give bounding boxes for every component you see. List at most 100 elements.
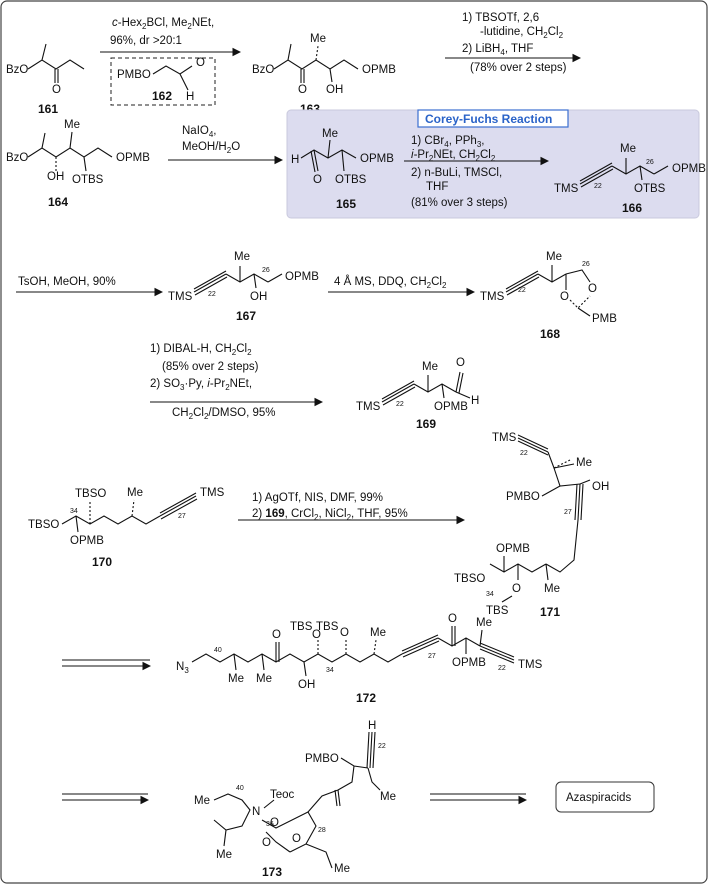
svg-text:TMS: TMS (492, 432, 517, 444)
svg-text:OPMB: OPMB (362, 64, 396, 76)
svg-text:1) TBSOTf, 2,6: 1) TBSOTf, 2,6 (462, 12, 539, 24)
svg-text:172: 172 (356, 691, 376, 705)
compound-169: TMS 22 Me O H OPMB 169 (356, 357, 479, 431)
reaction-1-line2: 96%, dr >20:1 (110, 35, 182, 47)
svg-text:TBSO: TBSO (28, 519, 59, 531)
svg-text:Me: Me (64, 119, 80, 131)
svg-text:Me: Me (546, 251, 562, 263)
svg-text:TMS: TMS (480, 291, 505, 303)
svg-text:Me: Me (310, 33, 326, 45)
svg-text:PMBO: PMBO (506, 491, 540, 503)
svg-text:Me: Me (576, 457, 592, 469)
svg-text:TBSO: TBSO (75, 488, 106, 500)
svg-text:NaIO4,: NaIO4, (182, 125, 217, 139)
final-product: Azaspiracids (555, 781, 655, 813)
svg-text:34: 34 (326, 667, 334, 674)
corey-fuchs-highlight: Corey-Fuchs Reaction (286, 109, 700, 219)
svg-text:i-Pr2NEt, CH2Cl2: i-Pr2NEt, CH2Cl2 (411, 149, 496, 163)
svg-text:169: 169 (416, 417, 436, 431)
svg-text:OTBS: OTBS (335, 174, 367, 186)
svg-text:O: O (313, 174, 322, 186)
svg-text:Teoc: Teoc (270, 789, 295, 801)
reaction-6-conditions: 4 Å MS, DDQ, CH2Cl2 (334, 275, 447, 290)
svg-text:TBS: TBS (290, 621, 313, 633)
svg-text:22: 22 (520, 450, 528, 457)
svg-text:165: 165 (336, 197, 356, 211)
svg-text:O: O (560, 291, 569, 303)
compound-165: H O Me OTBS OPMB 165 (291, 128, 394, 211)
svg-text:TMS: TMS (554, 183, 579, 195)
svg-text:26: 26 (646, 159, 654, 166)
svg-text:OPMB: OPMB (360, 153, 394, 165)
svg-text:26: 26 (262, 267, 270, 274)
svg-text:TMS: TMS (168, 291, 193, 303)
svg-text:BzO: BzO (252, 64, 274, 76)
svg-text:O: O (298, 84, 307, 96)
compound-162: PMBO O H 162 (110, 57, 216, 106)
svg-text:O: O (292, 833, 301, 845)
highlight-title: Corey-Fuchs Reaction (425, 112, 552, 126)
svg-text:OPMB: OPMB (672, 163, 706, 175)
svg-text:170: 170 (92, 555, 112, 569)
svg-text:164: 164 (48, 195, 68, 209)
svg-text:Me: Me (380, 791, 396, 803)
svg-text:OH: OH (326, 84, 343, 96)
svg-text:OH: OH (298, 679, 315, 691)
svg-text:(81% over 3 steps): (81% over 3 steps) (411, 197, 508, 209)
svg-text:O: O (340, 627, 349, 639)
label-o: O (52, 84, 61, 96)
svg-text:2) LiBH4, THF: 2) LiBH4, THF (462, 43, 533, 57)
svg-text:167: 167 (236, 309, 256, 323)
svg-text:OTBS: OTBS (72, 174, 104, 186)
compound-168: TMS 22 Me 26 O O PMB 168 (480, 251, 617, 341)
svg-text:1) CBr4, PPh3,: 1) CBr4, PPh3, (411, 135, 484, 149)
svg-text:PMBO: PMBO (117, 69, 151, 81)
svg-text:OPMB: OPMB (116, 152, 150, 164)
compound-161: BzO O 161 (6, 43, 85, 116)
svg-text:22: 22 (396, 401, 404, 408)
svg-text:(85% over 2 steps): (85% over 2 steps) (162, 361, 259, 373)
svg-text:O: O (448, 613, 457, 625)
svg-text:26: 26 (582, 261, 590, 268)
reaction-7-conditions: 1) DIBAL-H, CH2Cl2 (85% over 2 steps) 2)… (150, 343, 276, 421)
svg-text:OPMB: OPMB (452, 657, 486, 669)
final-product-label: Azaspiracids (566, 792, 631, 804)
svg-text:PMBO: PMBO (305, 753, 339, 765)
svg-text:27: 27 (428, 653, 436, 660)
compound-166: TMS 22 Me OPMB 26 OTBS 166 (554, 143, 706, 215)
reaction-5-conditions: TsOH, MeOH, 90% (18, 276, 116, 288)
svg-text:Me: Me (620, 143, 636, 155)
svg-text:TMS: TMS (200, 487, 225, 499)
reaction-4-conditions: 1) CBr4, PPh3, i-Pr2NEt, CH2Cl2 2) n-BuL… (411, 135, 508, 209)
compound-163: BzO O Me OH OPMB 163 (252, 33, 396, 116)
svg-text:O: O (512, 583, 521, 595)
svg-text:O: O (196, 57, 205, 69)
compound-172: N3 40 Me Me O TBS TBS O O 34 OH Me 27 O … (176, 613, 543, 705)
svg-text:H: H (471, 395, 479, 407)
svg-text:TBSO: TBSO (454, 573, 485, 585)
svg-text:PMB: PMB (592, 313, 617, 325)
svg-text:OH: OH (47, 171, 64, 183)
svg-text:TMS: TMS (518, 659, 543, 671)
svg-text:H: H (368, 720, 376, 732)
svg-text:Me: Me (422, 361, 438, 373)
svg-text:Me: Me (127, 487, 143, 499)
svg-text:H: H (291, 154, 299, 166)
svg-text:34: 34 (70, 508, 78, 515)
reaction-2-conditions: 1) TBSOTf, 2,6 -lutidine, CH2Cl2 2) LiBH… (462, 12, 567, 74)
svg-text:22: 22 (498, 665, 506, 672)
svg-text:1) DIBAL-H, CH2Cl2: 1) DIBAL-H, CH2Cl2 (150, 343, 252, 357)
svg-text:162: 162 (152, 89, 172, 103)
svg-text:2) n-BuLi, TMSCl,: 2) n-BuLi, TMSCl, (411, 167, 502, 179)
svg-text:27: 27 (564, 509, 572, 516)
svg-text:c-Hex2BCl, Me2NEt,: c-Hex2BCl, Me2NEt, (112, 17, 214, 31)
svg-text:H: H (186, 91, 194, 103)
svg-text:BzO: BzO (6, 152, 28, 164)
svg-text:22: 22 (594, 183, 602, 190)
svg-text:22: 22 (378, 743, 386, 750)
svg-text:CH2Cl2/DMSO, 95%: CH2Cl2/DMSO, 95% (172, 407, 276, 421)
label-bzo: BzO (6, 64, 28, 76)
svg-text:OPMB: OPMB (496, 543, 530, 555)
